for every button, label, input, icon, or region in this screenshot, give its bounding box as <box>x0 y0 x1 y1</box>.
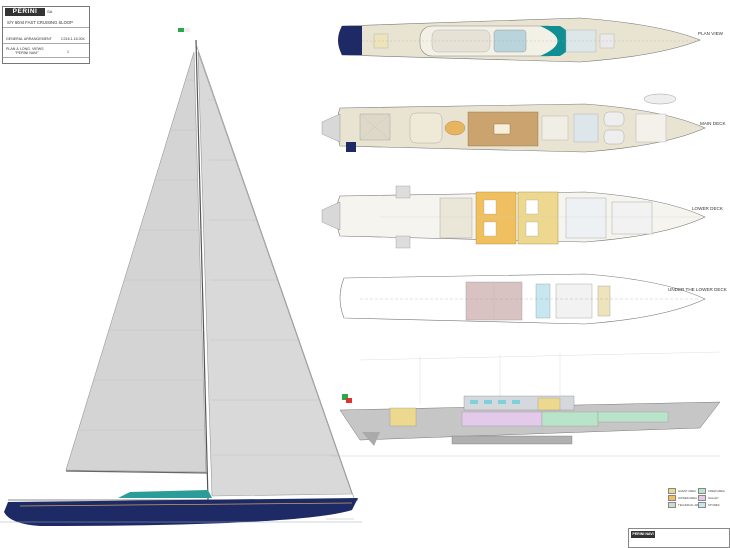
sail-plan-profile <box>0 28 362 526</box>
bottom-logo: PERINI NAVI <box>631 531 655 538</box>
plan-view-deck <box>338 17 701 63</box>
subtitle-plan-long: PLAN & LONG. VIEWS <box>6 47 44 51</box>
legend-item: GALLEY <box>698 495 719 501</box>
under-lower-deck-plan <box>339 273 706 325</box>
drawing-title: GENERAL ARRANGEMENT <box>6 37 52 41</box>
jib-sail <box>197 51 353 497</box>
sheet-number: 1 <box>67 50 69 54</box>
subtitle-perini: "PERINI NAVI" <box>15 51 39 55</box>
main-deck-plan <box>321 93 706 153</box>
brand-suffix: SA <box>47 9 53 14</box>
tender <box>643 93 677 105</box>
deckhouse <box>118 490 212 498</box>
legend-item: GUEST AREA <box>668 488 696 494</box>
color-legend: GUEST AREA OWNER AREA TECHNICAL AREA CRE… <box>668 488 728 528</box>
label-lower-deck: LOWER DECK <box>692 206 723 211</box>
title-block: PERINI NAVI SA S/Y 60mt FAST CRUISING SL… <box>2 6 90 64</box>
legend-item: OWNER AREA <box>668 495 697 501</box>
main-sail <box>65 51 207 473</box>
lower-deck-plan <box>321 185 706 249</box>
bottom-title-block: PERINI NAVI <box>628 528 730 548</box>
label-main-deck: MAIN DECK <box>700 121 726 126</box>
label-plan-view: PLAN VIEW <box>698 31 724 36</box>
company-logo: PERINI NAVI <box>5 8 45 23</box>
longitudinal-section <box>330 351 721 457</box>
brand-name: PERINI NAVI <box>12 8 38 23</box>
project-title: S/Y 60mt FAST CRUISING SLOOP <box>7 20 73 25</box>
legend-item: CREW AREA <box>698 488 725 494</box>
label-under-lower-deck: UNDER THE LOWER DECK <box>668 287 727 292</box>
legend-item: STORES <box>698 502 719 508</box>
boom <box>65 470 209 474</box>
drawing-number: C216.1.16.004 <box>61 37 85 41</box>
mast <box>195 39 209 501</box>
masthead-flag <box>178 28 184 32</box>
legend-item: TECHNICAL AREA <box>668 502 702 508</box>
